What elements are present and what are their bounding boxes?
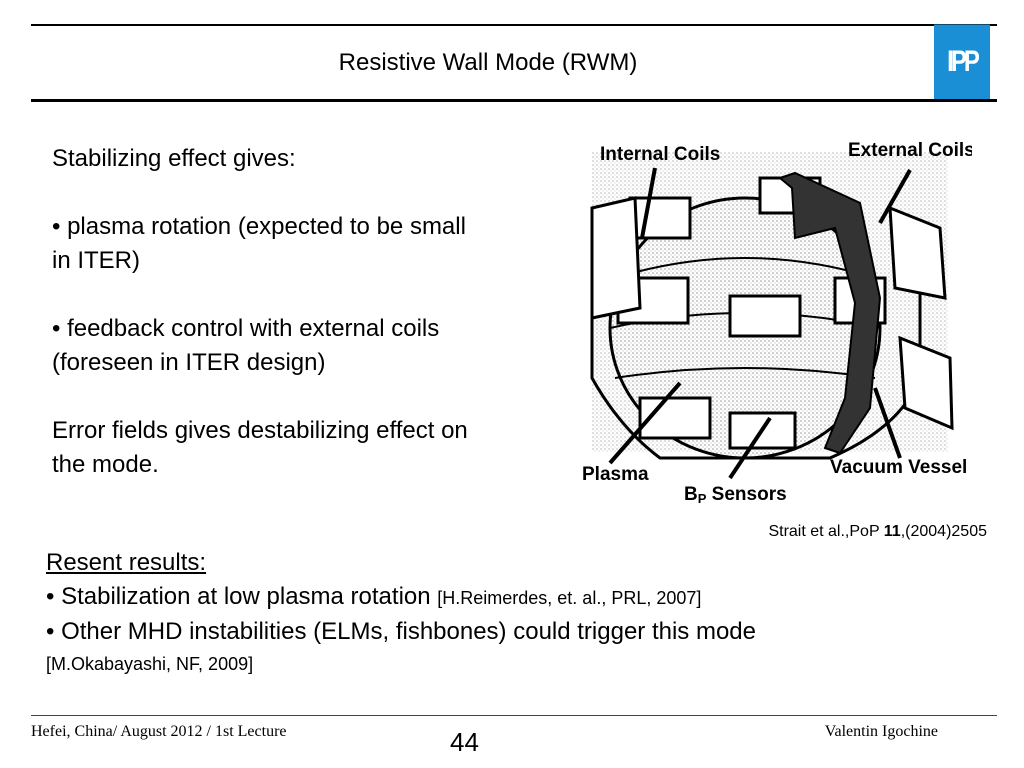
ipp-logo-text: IPP	[947, 44, 980, 79]
plasma-band	[614, 257, 876, 279]
left-text-block: Stabilizing effect gives: • plasma rotat…	[52, 142, 472, 516]
label-external-coils: External Coils	[848, 140, 972, 161]
plasma-band	[614, 367, 876, 379]
bullet-feedback-control: • feedback control with external coils (…	[52, 315, 440, 376]
label-plasma: Plasma	[582, 464, 649, 485]
arrow-external-coils	[878, 169, 912, 224]
label-bp-sensors: BP Sensors	[684, 484, 787, 506]
coil-diagram: Internal Coils External Coils Plasma BP …	[582, 140, 972, 506]
arrow-internal-coils	[640, 167, 657, 239]
figure-caption: Strait et al.,PoP 11,(2004)2505	[768, 522, 987, 542]
arrow-bp-sensors	[728, 416, 772, 480]
closing-text: Error fields gives destabilizing effect …	[52, 417, 468, 478]
internal-coil	[728, 294, 802, 338]
footer-author: Valentin Igochine	[824, 723, 938, 740]
external-coil	[590, 196, 642, 320]
result-item-mhd: • Other MHD instabilities (ELMs, fishbon…	[46, 618, 757, 645]
arrow-vacuum-vessel	[873, 387, 902, 459]
bp-rest: Sensors	[706, 484, 786, 505]
arrow-plasma	[608, 381, 682, 465]
intro-text: Stabilizing effect gives:	[52, 145, 296, 172]
external-coil	[888, 205, 947, 300]
result-item-reference: [H.Reimerdes, et. al., PRL, 2007]	[437, 588, 702, 608]
internal-coil	[628, 196, 692, 240]
result-item-reference: [M.Okabayashi, NF, 2009]	[46, 654, 254, 674]
title-rule	[31, 99, 997, 102]
page-number: 44	[450, 727, 479, 757]
footer-location: Hefei, China/ August 2012 / 1st Lecture	[31, 723, 287, 740]
caption-prefix: Strait et al.,PoP	[768, 523, 884, 540]
internal-coil	[638, 396, 712, 440]
results-block: Resent results: • Stabilization at low p…	[46, 546, 1006, 679]
label-vacuum-vessel: Vacuum Vessel	[830, 457, 967, 478]
results-heading: Resent results:	[46, 549, 207, 576]
label-internal-coils: Internal Coils	[600, 144, 720, 165]
slide-title: Resistive Wall Mode (RWM)	[338, 49, 638, 76]
caption-suffix: ,(2004)2505	[900, 523, 987, 540]
top-rule	[31, 24, 997, 26]
bullet-plasma-rotation: • plasma rotation (expected to be small …	[52, 213, 466, 274]
result-item-stabilization: • Stabilization at low plasma rotation […	[46, 580, 1006, 615]
external-coil	[898, 335, 954, 431]
bp-sub: P	[698, 491, 707, 506]
footer-rule	[31, 715, 997, 716]
result-item-text: • Stabilization at low plasma rotation	[46, 583, 438, 610]
external-coil-dark	[777, 171, 882, 455]
caption-volume: 11	[883, 523, 901, 540]
bp-main: B	[684, 484, 698, 505]
ipp-logo: IPP	[934, 24, 990, 100]
